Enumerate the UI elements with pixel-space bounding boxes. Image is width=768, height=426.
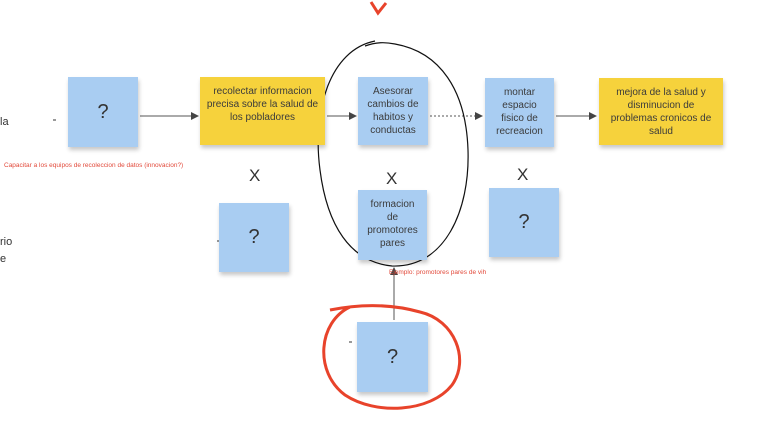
sticky-note-outcome[interactable]: mejora de la salud y disminucion de prob… [599, 78, 723, 145]
sticky-note-advise-habits[interactable]: Asesorar cambios de habitos y conductas [358, 77, 428, 145]
annotation-capacitar: Capacitar a los equipos de recoleccion d… [4, 162, 184, 169]
sticky-note-unknown-4[interactable]: ? [357, 322, 428, 392]
x-mark: X [249, 166, 261, 185]
edge-text: rio [0, 236, 13, 248]
sticky-note-peer-promoters[interactable]: formacion de promotores pares [358, 190, 427, 260]
sticky-note-unknown-2[interactable]: ? [219, 203, 289, 272]
x-mark: X [386, 169, 398, 188]
sticky-note-recreation-space[interactable]: montar espacio fisico de recreacion [485, 78, 554, 147]
red-arrow-mark [369, 1, 388, 16]
freehand-red-circle [322, 304, 462, 410]
edge-text: e [0, 253, 7, 265]
sticky-note-collect-info[interactable]: recolectar informacion precisa sobre la … [200, 77, 325, 145]
sticky-note-unknown-1[interactable]: ? [68, 77, 138, 147]
x-mark: X [517, 165, 529, 184]
sticky-note-unknown-3[interactable]: ? [489, 188, 559, 257]
annotation-ejemplo: Ejemplo: promotores pares de vih [389, 269, 487, 276]
edge-text: la [0, 116, 9, 128]
